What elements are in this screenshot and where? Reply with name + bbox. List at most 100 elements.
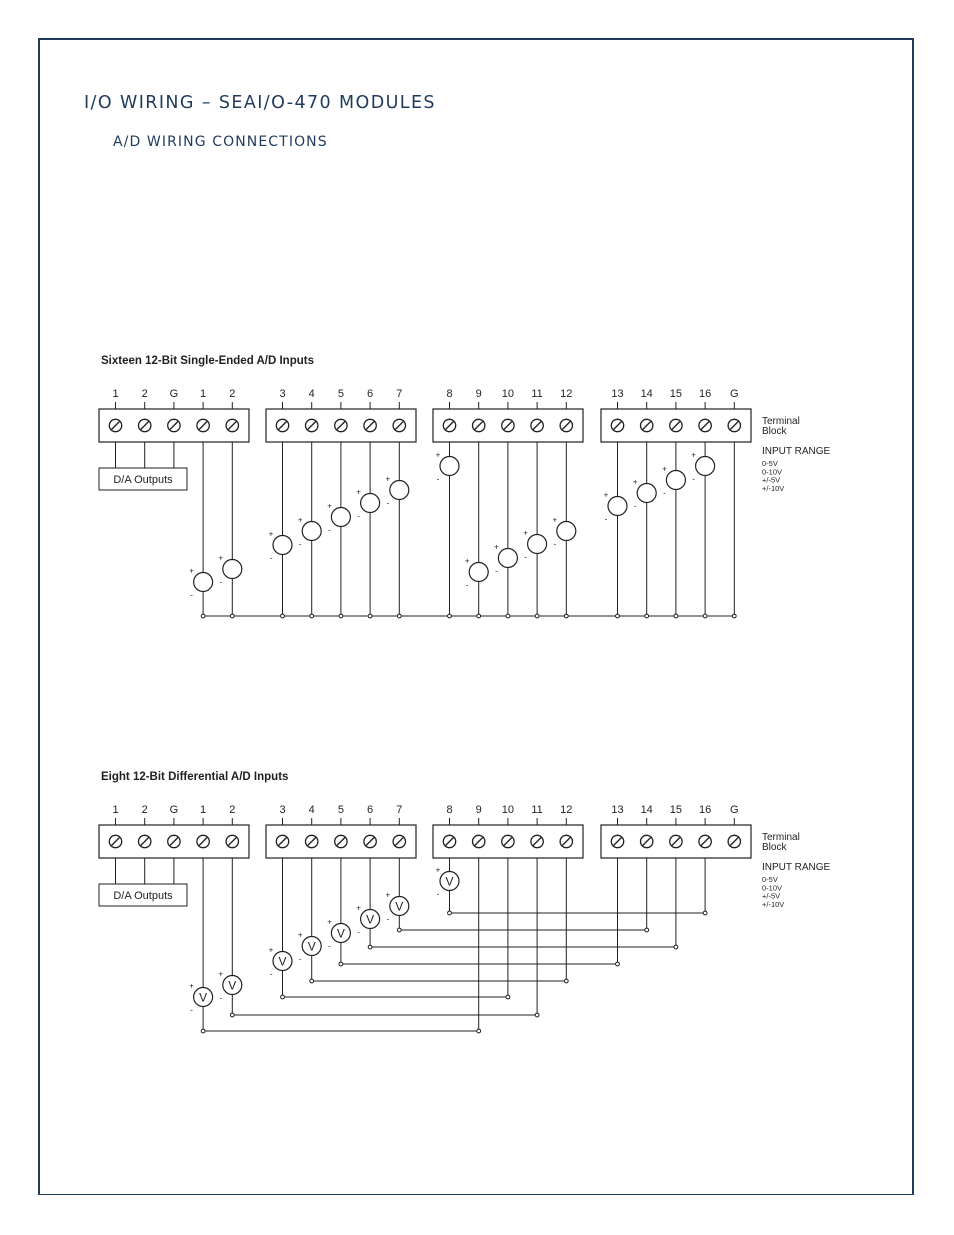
minus-sign: - (605, 515, 608, 524)
screw-head (363, 418, 377, 433)
terminal-number: G (170, 388, 179, 400)
voltmeter-icon: V+- (356, 904, 381, 937)
minus-sign: - (437, 475, 440, 484)
voltmeter-symbol: V (445, 875, 453, 889)
page-subtitle: A/D WIRING CONNECTIONS (113, 134, 328, 150)
screw-slot (532, 421, 542, 430)
minus-sign: - (634, 502, 637, 511)
junction-dot (644, 613, 650, 619)
terminal-number: 8 (446, 804, 452, 816)
screw-slot (278, 421, 287, 430)
source-circle (330, 922, 351, 944)
screw-head (442, 418, 457, 433)
screw-head (530, 418, 544, 433)
screw-slot (613, 837, 622, 846)
junction-dot (367, 944, 373, 950)
junction-dot (615, 613, 620, 619)
minus-sign: - (357, 512, 360, 521)
terminal-number: 8 (446, 388, 452, 400)
screw-terminal-icon (610, 834, 625, 849)
screw-terminal-icon (108, 418, 123, 433)
terminal-number: 5 (338, 804, 344, 816)
terminal-number: 11 (531, 804, 542, 816)
screw-slot (532, 837, 542, 846)
voltmeter-icon: V+- (218, 970, 243, 1003)
source-circle (193, 571, 214, 593)
plus-sign: + (327, 918, 332, 927)
signal-source-icon: +- (633, 478, 657, 511)
junction-dot (338, 613, 344, 619)
signal-source-icon: +- (465, 557, 489, 590)
junction-dot (447, 613, 452, 619)
plus-sign: + (298, 516, 303, 525)
minus-sign: - (328, 942, 331, 951)
screw-slot (227, 421, 237, 430)
screw-terminal-icon (698, 834, 712, 849)
input-range-value: +/-5V (762, 476, 780, 485)
screw-slot (561, 421, 571, 430)
plus-sign: + (385, 891, 390, 900)
screw-slot (561, 837, 571, 846)
screw-slot (729, 837, 739, 846)
screw-head (471, 834, 486, 849)
screw-terminal-icon (530, 418, 544, 433)
screw-terminal-icon (530, 834, 544, 849)
signal-source-icon: +- (662, 465, 687, 498)
da-outputs-box (98, 467, 188, 491)
junction-dot (309, 978, 315, 984)
screw-terminal-icon (196, 418, 210, 433)
junction-dot (396, 613, 402, 619)
screw-terminal-icon (275, 418, 290, 433)
source-circle (330, 506, 351, 528)
plus-sign: + (356, 904, 361, 913)
terminal-number: 1 (200, 388, 206, 400)
screw-terminal-icon (442, 834, 457, 849)
screw-head (196, 834, 210, 849)
terminal-block-label: Block (762, 842, 787, 853)
source-circle (222, 558, 243, 580)
screw-slot (111, 421, 120, 430)
junction-dot (505, 994, 511, 1000)
terminal-number: 7 (396, 804, 402, 816)
signal-source-icon: +- (436, 451, 460, 484)
screw-terminal-icon (304, 834, 319, 849)
screw-slot (365, 421, 375, 430)
screw-head (304, 418, 319, 433)
plus-sign: + (269, 530, 274, 539)
minus-sign: - (386, 499, 389, 508)
screw-slot (198, 837, 208, 846)
screw-head (225, 418, 240, 433)
junction-dot (644, 927, 650, 933)
screw-head (392, 418, 407, 433)
junction-dot (280, 994, 285, 1000)
screw-terminal-icon (639, 418, 654, 433)
source-circle (556, 520, 577, 542)
junction-dot (702, 613, 708, 619)
minus-sign: - (190, 591, 193, 600)
minus-sign: - (386, 915, 389, 924)
screw-head (669, 834, 683, 849)
signal-source-icon: +- (691, 451, 716, 484)
screw-slot (474, 837, 484, 846)
screw-head (275, 418, 290, 433)
terminal-number: 10 (502, 804, 514, 816)
screw-terminal-icon (137, 418, 152, 433)
signal-source-icon: +- (298, 516, 322, 549)
minus-sign: - (524, 553, 527, 562)
screw-head (639, 418, 654, 433)
screw-slot (307, 421, 317, 430)
minus-sign: - (495, 567, 498, 576)
voltmeter-symbol: V (395, 900, 403, 914)
terminal-number: 13 (611, 388, 623, 400)
voltmeter-symbol: V (199, 991, 207, 1005)
screw-head (501, 834, 515, 849)
minus-sign: - (663, 489, 666, 498)
screw-slot (394, 421, 404, 430)
junction-dot (229, 1012, 235, 1018)
plus-sign: + (523, 529, 528, 538)
junction-dot (702, 910, 708, 916)
terminal-number: 2 (229, 388, 235, 400)
plus-sign: + (189, 982, 194, 991)
screw-terminal-icon (167, 418, 181, 433)
